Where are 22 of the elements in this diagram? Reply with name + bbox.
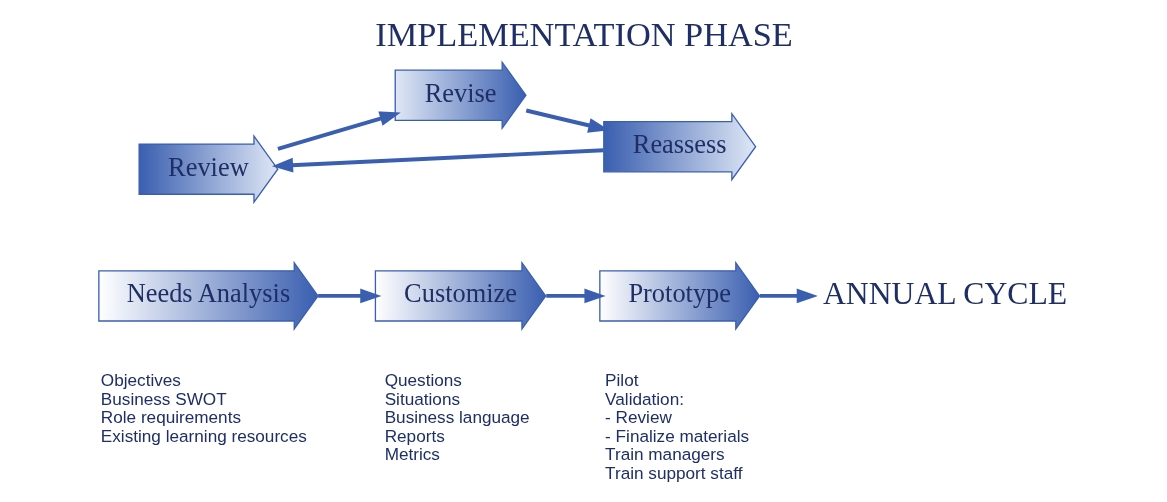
node-label: Metrics: [384, 444, 440, 465]
node-label: Train managers: [604, 444, 725, 465]
node-label: Validation:: [604, 388, 684, 409]
node-label: Pilot: [604, 370, 638, 391]
node-label: Existing learning resources: [100, 425, 307, 446]
arrow: [317, 288, 381, 304]
node-label: Business SWOT: [100, 388, 227, 409]
node-label: Objectives: [100, 370, 181, 391]
node-label: Situations: [384, 388, 460, 409]
node-label: Reports: [384, 425, 445, 446]
node-label: Questions: [384, 370, 462, 391]
node-label: - Review: [604, 407, 672, 428]
node-label: Train support staff: [604, 462, 742, 483]
arrow: [276, 111, 401, 151]
diagram-title: IMPLEMENTATION PHASE: [374, 15, 793, 54]
arrow: [759, 288, 818, 304]
node-label: Business language: [384, 407, 530, 428]
arrow: [271, 148, 604, 173]
arrow: [545, 288, 606, 304]
node-label: - Finalize materials: [604, 425, 749, 446]
node-label: Role requirements: [100, 407, 241, 428]
node-text: ANNUAL CYCLE: [822, 276, 1067, 312]
